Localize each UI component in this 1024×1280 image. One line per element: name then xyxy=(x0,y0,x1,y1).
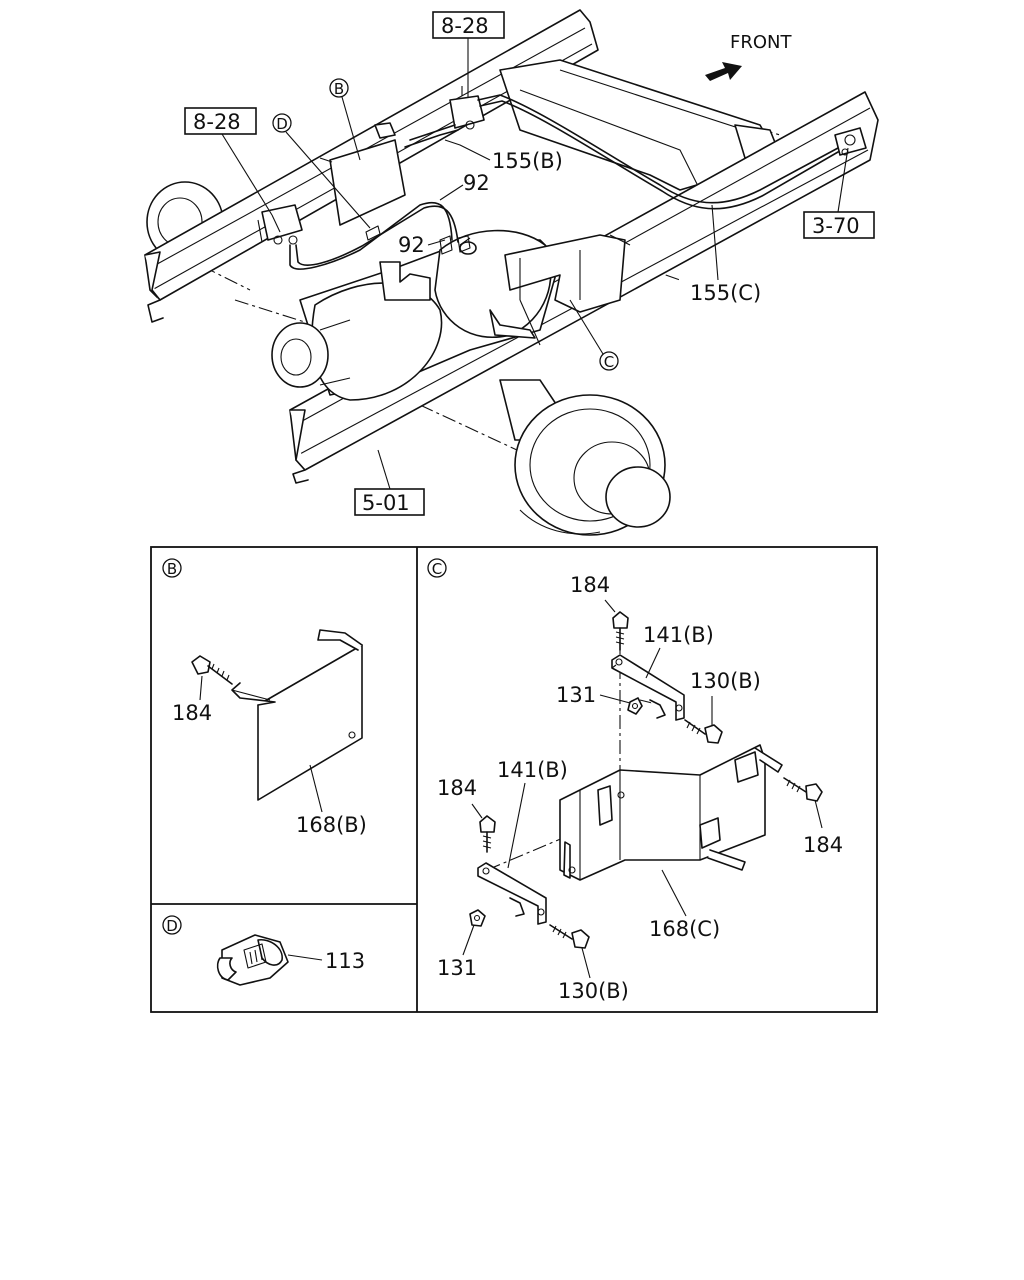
front-arrow-icon xyxy=(705,62,742,81)
leader-155c xyxy=(711,204,719,281)
leader-5-01 xyxy=(377,449,391,490)
ref-box-8-28-top[interactable]: 8-28 xyxy=(432,11,505,39)
front-label: FRONT xyxy=(730,32,792,53)
label-131-c-top: 131 xyxy=(556,683,596,707)
label-168c: 168(C) xyxy=(649,917,720,941)
label-184-c-right: 184 xyxy=(803,833,843,857)
leader-callout-b xyxy=(341,96,361,161)
label-141b-left: 141(B) xyxy=(497,758,568,782)
leader-131-c-bottom xyxy=(462,924,475,956)
label-130b-c-bottom: 130(B) xyxy=(558,979,629,1003)
detail-c-panel: C xyxy=(427,558,843,1003)
svg-text:5-01: 5-01 xyxy=(362,491,410,515)
detail-d-marker: D xyxy=(162,915,182,935)
bracket-141b-left[interactable] xyxy=(477,862,547,925)
label-155c: 155(C) xyxy=(690,281,761,305)
leader-callout-d xyxy=(285,131,371,229)
align-line-diagonal xyxy=(486,834,571,871)
leader-141b-left xyxy=(507,782,526,869)
label-155b: 155(B) xyxy=(492,149,563,173)
bolt-184-b[interactable] xyxy=(191,655,233,685)
detail-b-panel: B 184 168(B) xyxy=(162,558,367,837)
svg-text:B: B xyxy=(167,560,177,578)
label-141b-top: 141(B) xyxy=(643,623,714,647)
label-184-b: 184 xyxy=(172,701,212,725)
svg-text:D: D xyxy=(166,917,178,935)
callout-c[interactable]: C xyxy=(599,351,619,371)
ref-box-5-01[interactable]: 5-01 xyxy=(354,488,425,516)
leader-3-70 xyxy=(837,147,849,213)
bolt-184-c-right[interactable] xyxy=(783,777,823,802)
hub-left xyxy=(271,319,351,388)
leader-92-lower xyxy=(427,239,446,246)
bolt-184-c-left[interactable] xyxy=(479,815,496,853)
svg-text:8-28: 8-28 xyxy=(441,14,489,38)
detail-d-panel: D 113 xyxy=(162,915,365,986)
detail-c-marker: C xyxy=(427,558,447,578)
bolt-130b-c-top[interactable] xyxy=(684,719,723,744)
leader-155b xyxy=(444,139,491,161)
label-92-upper: 92 xyxy=(463,171,490,195)
leader-184-c-left xyxy=(471,803,483,819)
bolt-130b-c-bottom[interactable] xyxy=(549,924,590,949)
cover-c-installed xyxy=(489,234,631,346)
svg-text:3-70: 3-70 xyxy=(812,214,860,238)
rear-tire-right xyxy=(499,379,671,536)
svg-text:B: B xyxy=(334,80,344,98)
nut-131-c-top[interactable] xyxy=(627,697,643,715)
leader-callout-c xyxy=(569,299,604,355)
bracket-141b-top[interactable] xyxy=(611,654,685,721)
align-line-top-nut xyxy=(639,699,661,706)
clip-113[interactable] xyxy=(216,934,289,986)
leader-131-c-top xyxy=(599,694,631,704)
leader-92-upper xyxy=(439,184,464,201)
detail-panels xyxy=(150,546,878,1013)
nut-131-c-bottom[interactable] xyxy=(469,909,486,927)
leader-184-c-right xyxy=(814,799,823,829)
label-168b: 168(B) xyxy=(296,813,367,837)
callout-b[interactable]: B xyxy=(329,78,349,98)
junction-block-left xyxy=(257,204,303,245)
label-92-lower: 92 xyxy=(398,233,425,257)
axle-housing xyxy=(299,229,561,401)
label-130b-c-top: 130(B) xyxy=(690,669,761,693)
svg-text:C: C xyxy=(432,560,442,578)
cover-168b[interactable] xyxy=(231,629,363,801)
label-131-c-bottom: 131 xyxy=(437,956,477,980)
label-113: 113 xyxy=(325,949,365,973)
label-184-c-top: 184 xyxy=(570,573,610,597)
svg-text:C: C xyxy=(604,353,614,371)
svg-text:D: D xyxy=(276,115,288,133)
bolt-184-c-top[interactable] xyxy=(612,611,629,651)
leader-168b xyxy=(309,764,323,813)
leader-141b-top xyxy=(645,647,661,679)
leader-130b-c-bottom xyxy=(581,947,591,979)
junction-block-top xyxy=(449,86,485,130)
main-assembly-view: FRONT 8-28 8-28 3-70 5-01 B xyxy=(144,9,879,536)
cover-168c[interactable] xyxy=(559,744,783,881)
leader-168c xyxy=(661,869,687,917)
leader-8-28-left xyxy=(221,133,273,216)
leader-184-b xyxy=(199,675,203,701)
ref-box-8-28-left[interactable]: 8-28 xyxy=(184,107,257,135)
callout-d[interactable]: D xyxy=(272,113,292,133)
label-184-c-left: 184 xyxy=(437,776,477,800)
detail-b-marker: B xyxy=(162,558,182,578)
brake-pipes xyxy=(289,94,839,270)
svg-text:8-28: 8-28 xyxy=(193,110,241,134)
leader-184-c-top xyxy=(604,599,616,613)
ref-box-3-70[interactable]: 3-70 xyxy=(803,211,875,239)
leader-113 xyxy=(287,954,323,961)
